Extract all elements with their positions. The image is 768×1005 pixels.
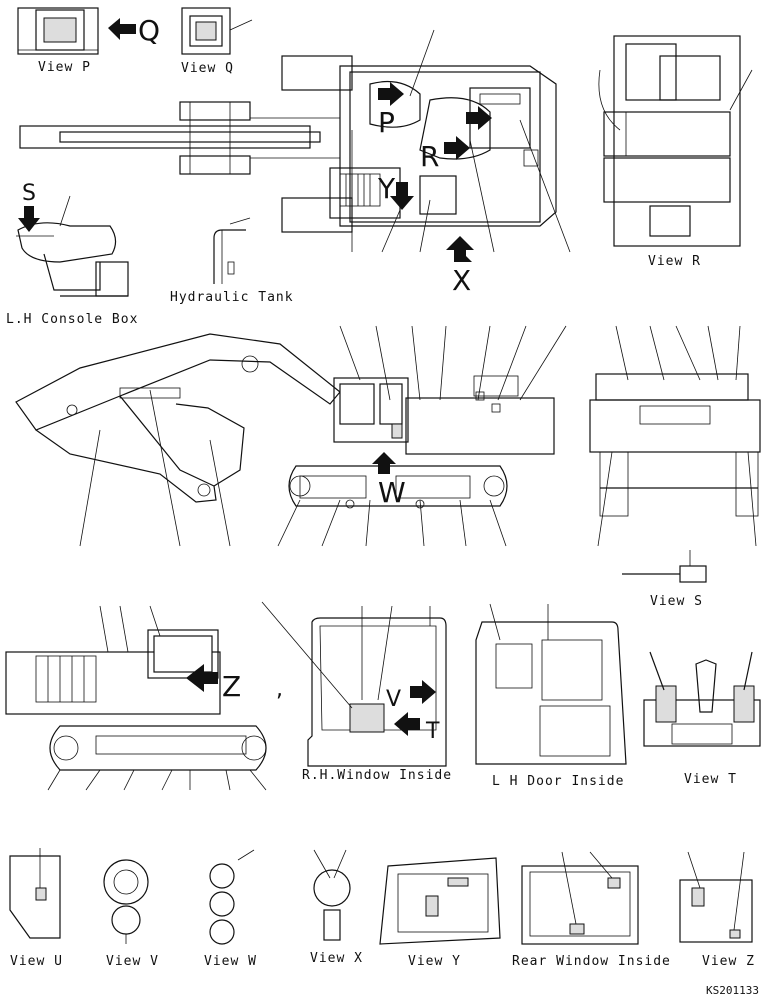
view-s-drawing [622, 550, 707, 583]
view-w-drawing [209, 849, 255, 945]
side-view-letter-w: W [378, 476, 406, 509]
rear-window-drawing [521, 851, 639, 945]
view-r-drawing [598, 35, 753, 247]
view-q-arrow-letter: Q [138, 14, 160, 47]
window-letter-t: T [425, 719, 440, 744]
top-view-letter-r: R [420, 140, 439, 173]
view-z-drawing [679, 851, 753, 943]
label-view-q: View Q [181, 61, 234, 76]
label-view-y: View Y [408, 954, 461, 969]
label-view-r: View R [648, 254, 701, 269]
label-view-t: View T [684, 772, 737, 787]
lh-door-drawing [475, 603, 627, 765]
label-lh-door-inside: L H Door Inside [492, 774, 625, 789]
label-rh-window-inside: R.H.Window Inside [302, 768, 453, 783]
console-letter-s: S [22, 181, 36, 206]
label-view-p: View P [38, 60, 91, 75]
view-v-drawing [103, 859, 149, 944]
drawing-number: KS201133 [706, 984, 759, 997]
label-view-s: View S [650, 594, 703, 609]
left-view-comma: , [276, 677, 283, 702]
view-y-drawing [379, 857, 501, 945]
label-view-x: View X [310, 951, 363, 966]
view-u-drawing [9, 848, 61, 939]
label-view-v: View V [106, 954, 159, 969]
side-view-drawing [15, 325, 567, 547]
top-view-letter-x: X [452, 264, 471, 297]
label-lh-console-box: L.H Console Box [6, 312, 139, 327]
view-x-drawing [313, 849, 351, 941]
label-view-w: View W [204, 954, 257, 969]
label-view-z: View Z [702, 954, 755, 969]
rear-view-drawing [589, 325, 761, 547]
left-side-view-drawing [5, 605, 267, 791]
top-view-drawing [19, 29, 571, 262]
window-letter-v: V [386, 687, 401, 712]
label-rear-window-inside: Rear Window Inside [512, 954, 671, 969]
radiator-grille [339, 173, 381, 207]
left-view-letter-z: Z [222, 670, 241, 703]
view-t-drawing [643, 651, 761, 747]
label-view-u: View U [10, 954, 63, 969]
console-box-drawing [16, 195, 129, 297]
top-view-letter-y: Y [377, 172, 396, 205]
view-p-drawing [17, 7, 136, 55]
label-hydraulic-tank: Hydraulic Tank [170, 290, 294, 305]
top-view-letter-p: P [378, 106, 395, 139]
view-q-drawing [181, 7, 253, 55]
rh-window-drawing [261, 601, 447, 767]
hydraulic-tank-drawing [213, 217, 251, 284]
